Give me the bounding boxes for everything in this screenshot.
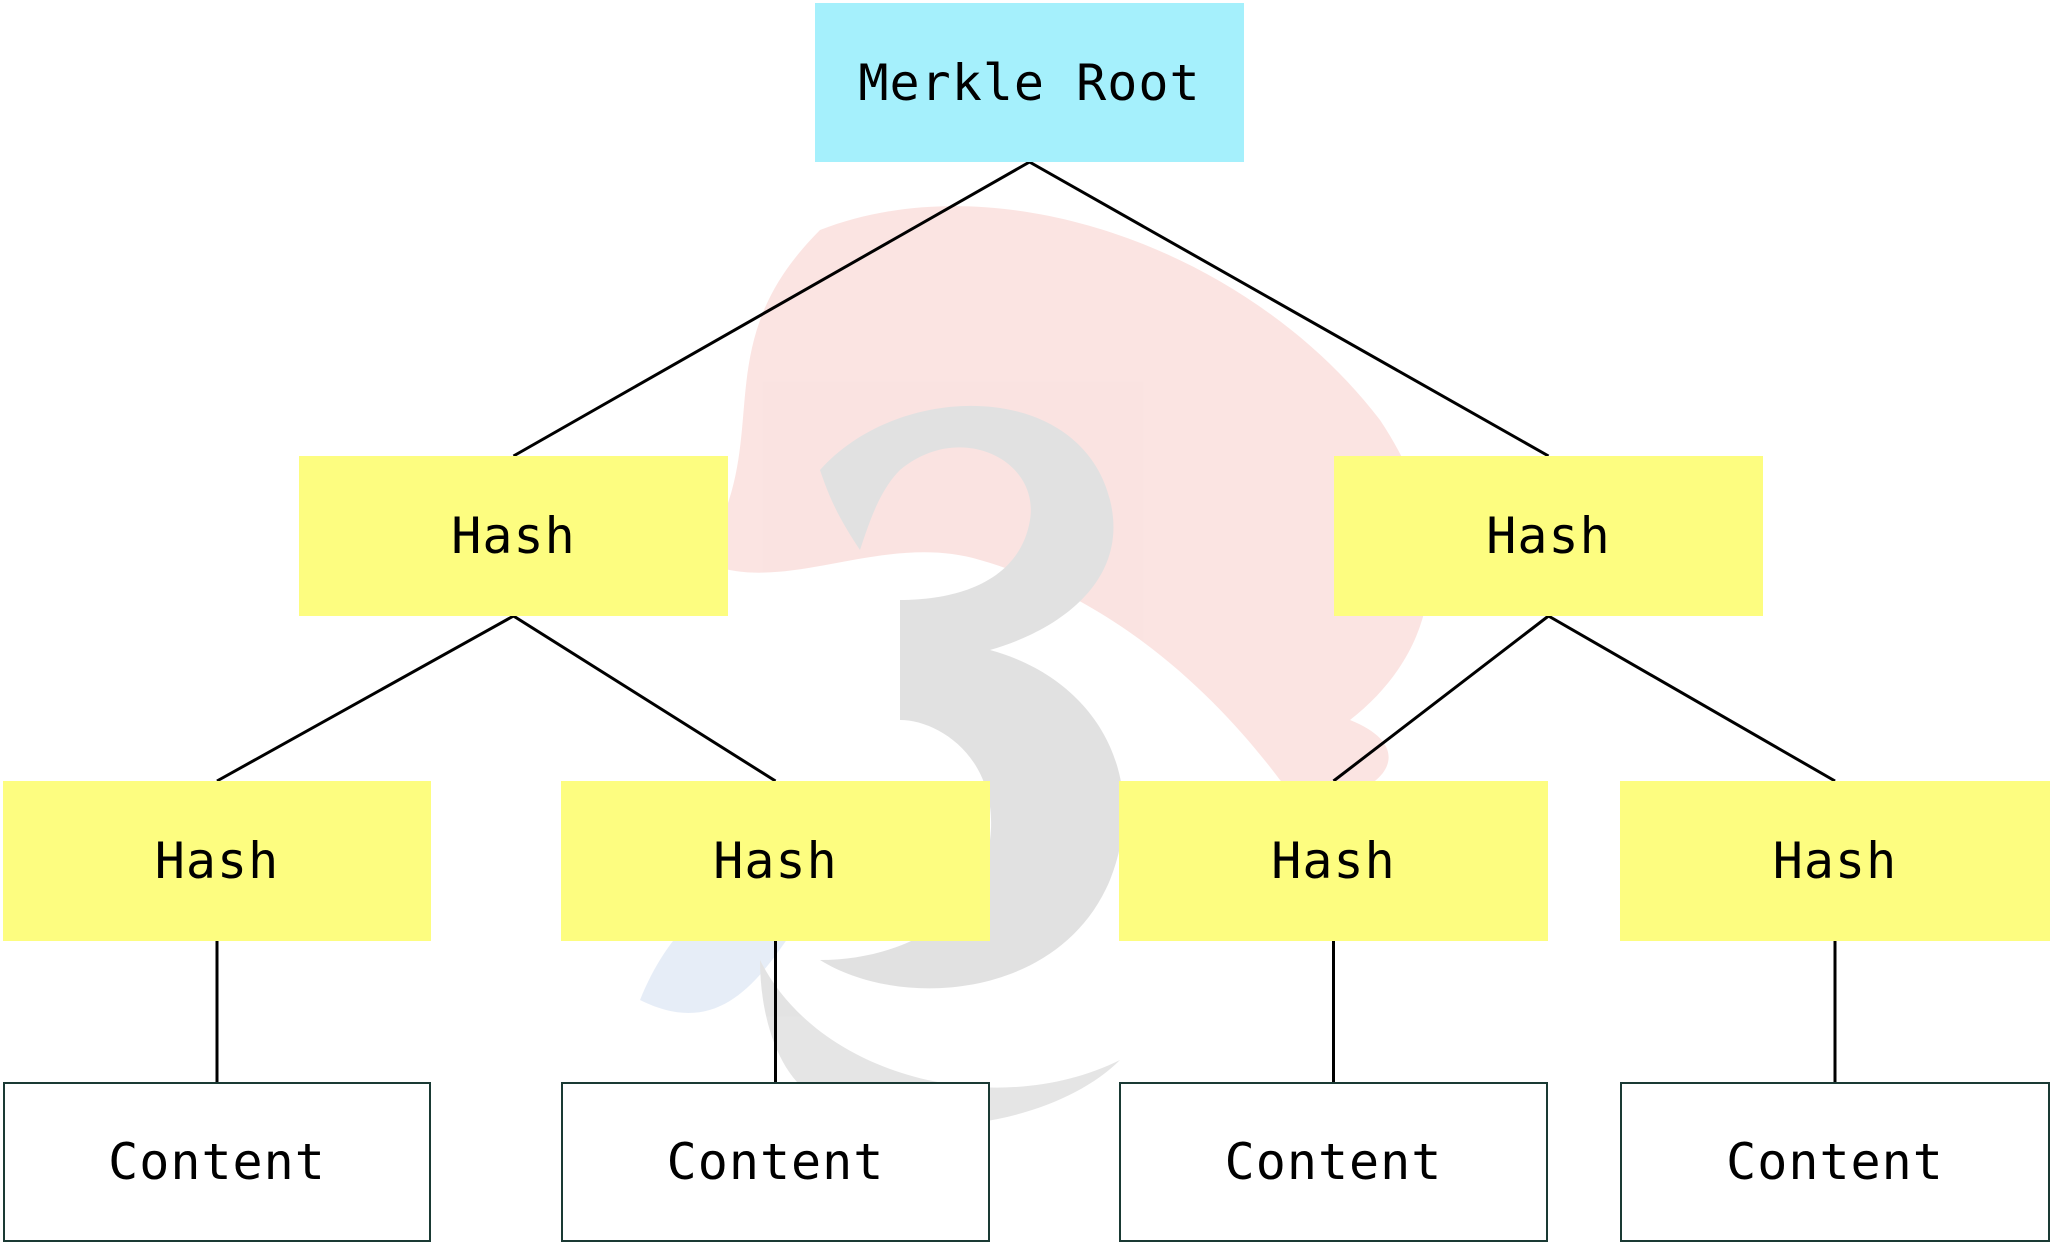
hash-label: Hash <box>1271 832 1396 890</box>
hash-label: Hash <box>1772 832 1898 890</box>
hash-label: Hash <box>713 832 838 890</box>
content-node-4: Content <box>1620 1082 2050 1242</box>
edge-l1-to-l2-3 <box>1332 614 1550 783</box>
hash-node-l1-left: Hash <box>299 456 728 616</box>
hash-node-l2-2: Hash <box>561 781 990 941</box>
content-node-2: Content <box>561 1082 990 1242</box>
merkle-root-node: Merkle Root <box>815 3 1244 162</box>
content-node-3: Content <box>1119 1082 1548 1242</box>
hash-label: Hash <box>1486 507 1611 565</box>
edge-root-to-l1-2 <box>1028 160 1550 458</box>
edge-l1-to-l2-1 <box>216 614 515 783</box>
content-node-1: Content <box>3 1082 431 1242</box>
merkle-root-label: Merkle Root <box>858 53 1201 112</box>
edge-l1-to-l2-4 <box>1547 614 1836 783</box>
hash-label: Hash <box>154 832 280 890</box>
content-label: Content <box>108 1133 326 1191</box>
hash-node-l2-4: Hash <box>1620 781 2050 941</box>
edge-root-to-l1-1 <box>512 160 1031 458</box>
edge-l1-to-l2-2 <box>512 614 777 783</box>
hash-node-l2-1: Hash <box>3 781 431 941</box>
content-label: Content <box>1224 1133 1443 1191</box>
content-label: Content <box>1726 1133 1944 1191</box>
content-label: Content <box>666 1133 885 1191</box>
hash-node-l2-3: Hash <box>1119 781 1548 941</box>
hash-node-l1-right: Hash <box>1334 456 1763 616</box>
hash-label: Hash <box>451 507 576 565</box>
